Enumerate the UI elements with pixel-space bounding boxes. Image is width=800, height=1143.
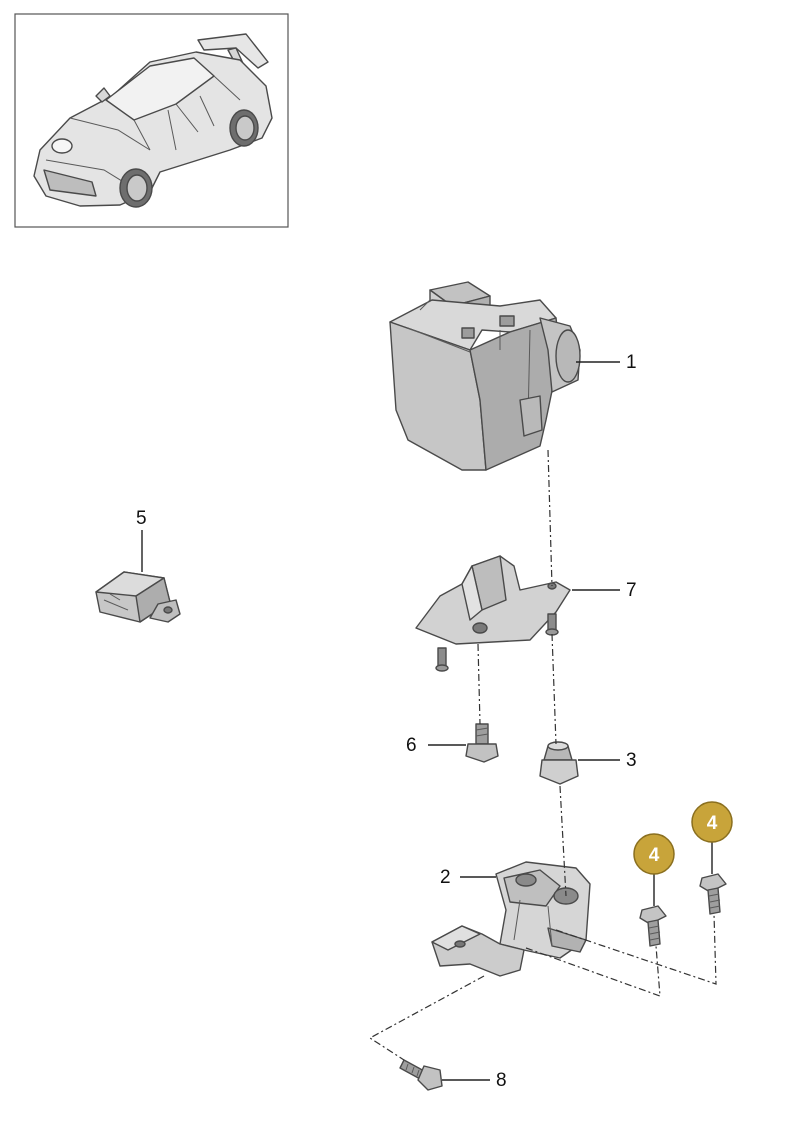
badge-label: 4 — [707, 813, 718, 834]
callout-1: 1 — [626, 352, 637, 373]
part-1-abs-unit — [389, 281, 581, 471]
part-7-upper-bracket — [415, 555, 571, 672]
callout-3: 3 — [626, 750, 637, 771]
part-8-bolt — [399, 1059, 443, 1091]
badge-circle — [691, 801, 733, 843]
part-6-bolt — [465, 723, 499, 763]
callout-4-badge-right: 4 — [691, 801, 733, 843]
leader-lines — [141, 361, 713, 1081]
callout-6: 6 — [406, 735, 417, 756]
car-illustration — [33, 33, 273, 208]
part-3-rubber-mount — [539, 741, 579, 785]
assembly-lines — [368, 449, 717, 1061]
badge-label: 4 — [649, 845, 660, 866]
callout-4-badge-left: 4 — [633, 833, 675, 875]
callout-7: 7 — [626, 580, 637, 601]
part-4-bolt-right — [699, 873, 727, 915]
callout-2: 2 — [440, 867, 451, 888]
vehicle-thumbnail — [14, 13, 289, 228]
part-5-sensor — [95, 571, 181, 623]
callout-8: 8 — [496, 1070, 507, 1091]
badge-circle — [633, 833, 675, 875]
callout-5: 5 — [136, 508, 147, 529]
part-4-bolt-left — [639, 905, 667, 947]
part-2-lower-bracket — [431, 861, 591, 977]
